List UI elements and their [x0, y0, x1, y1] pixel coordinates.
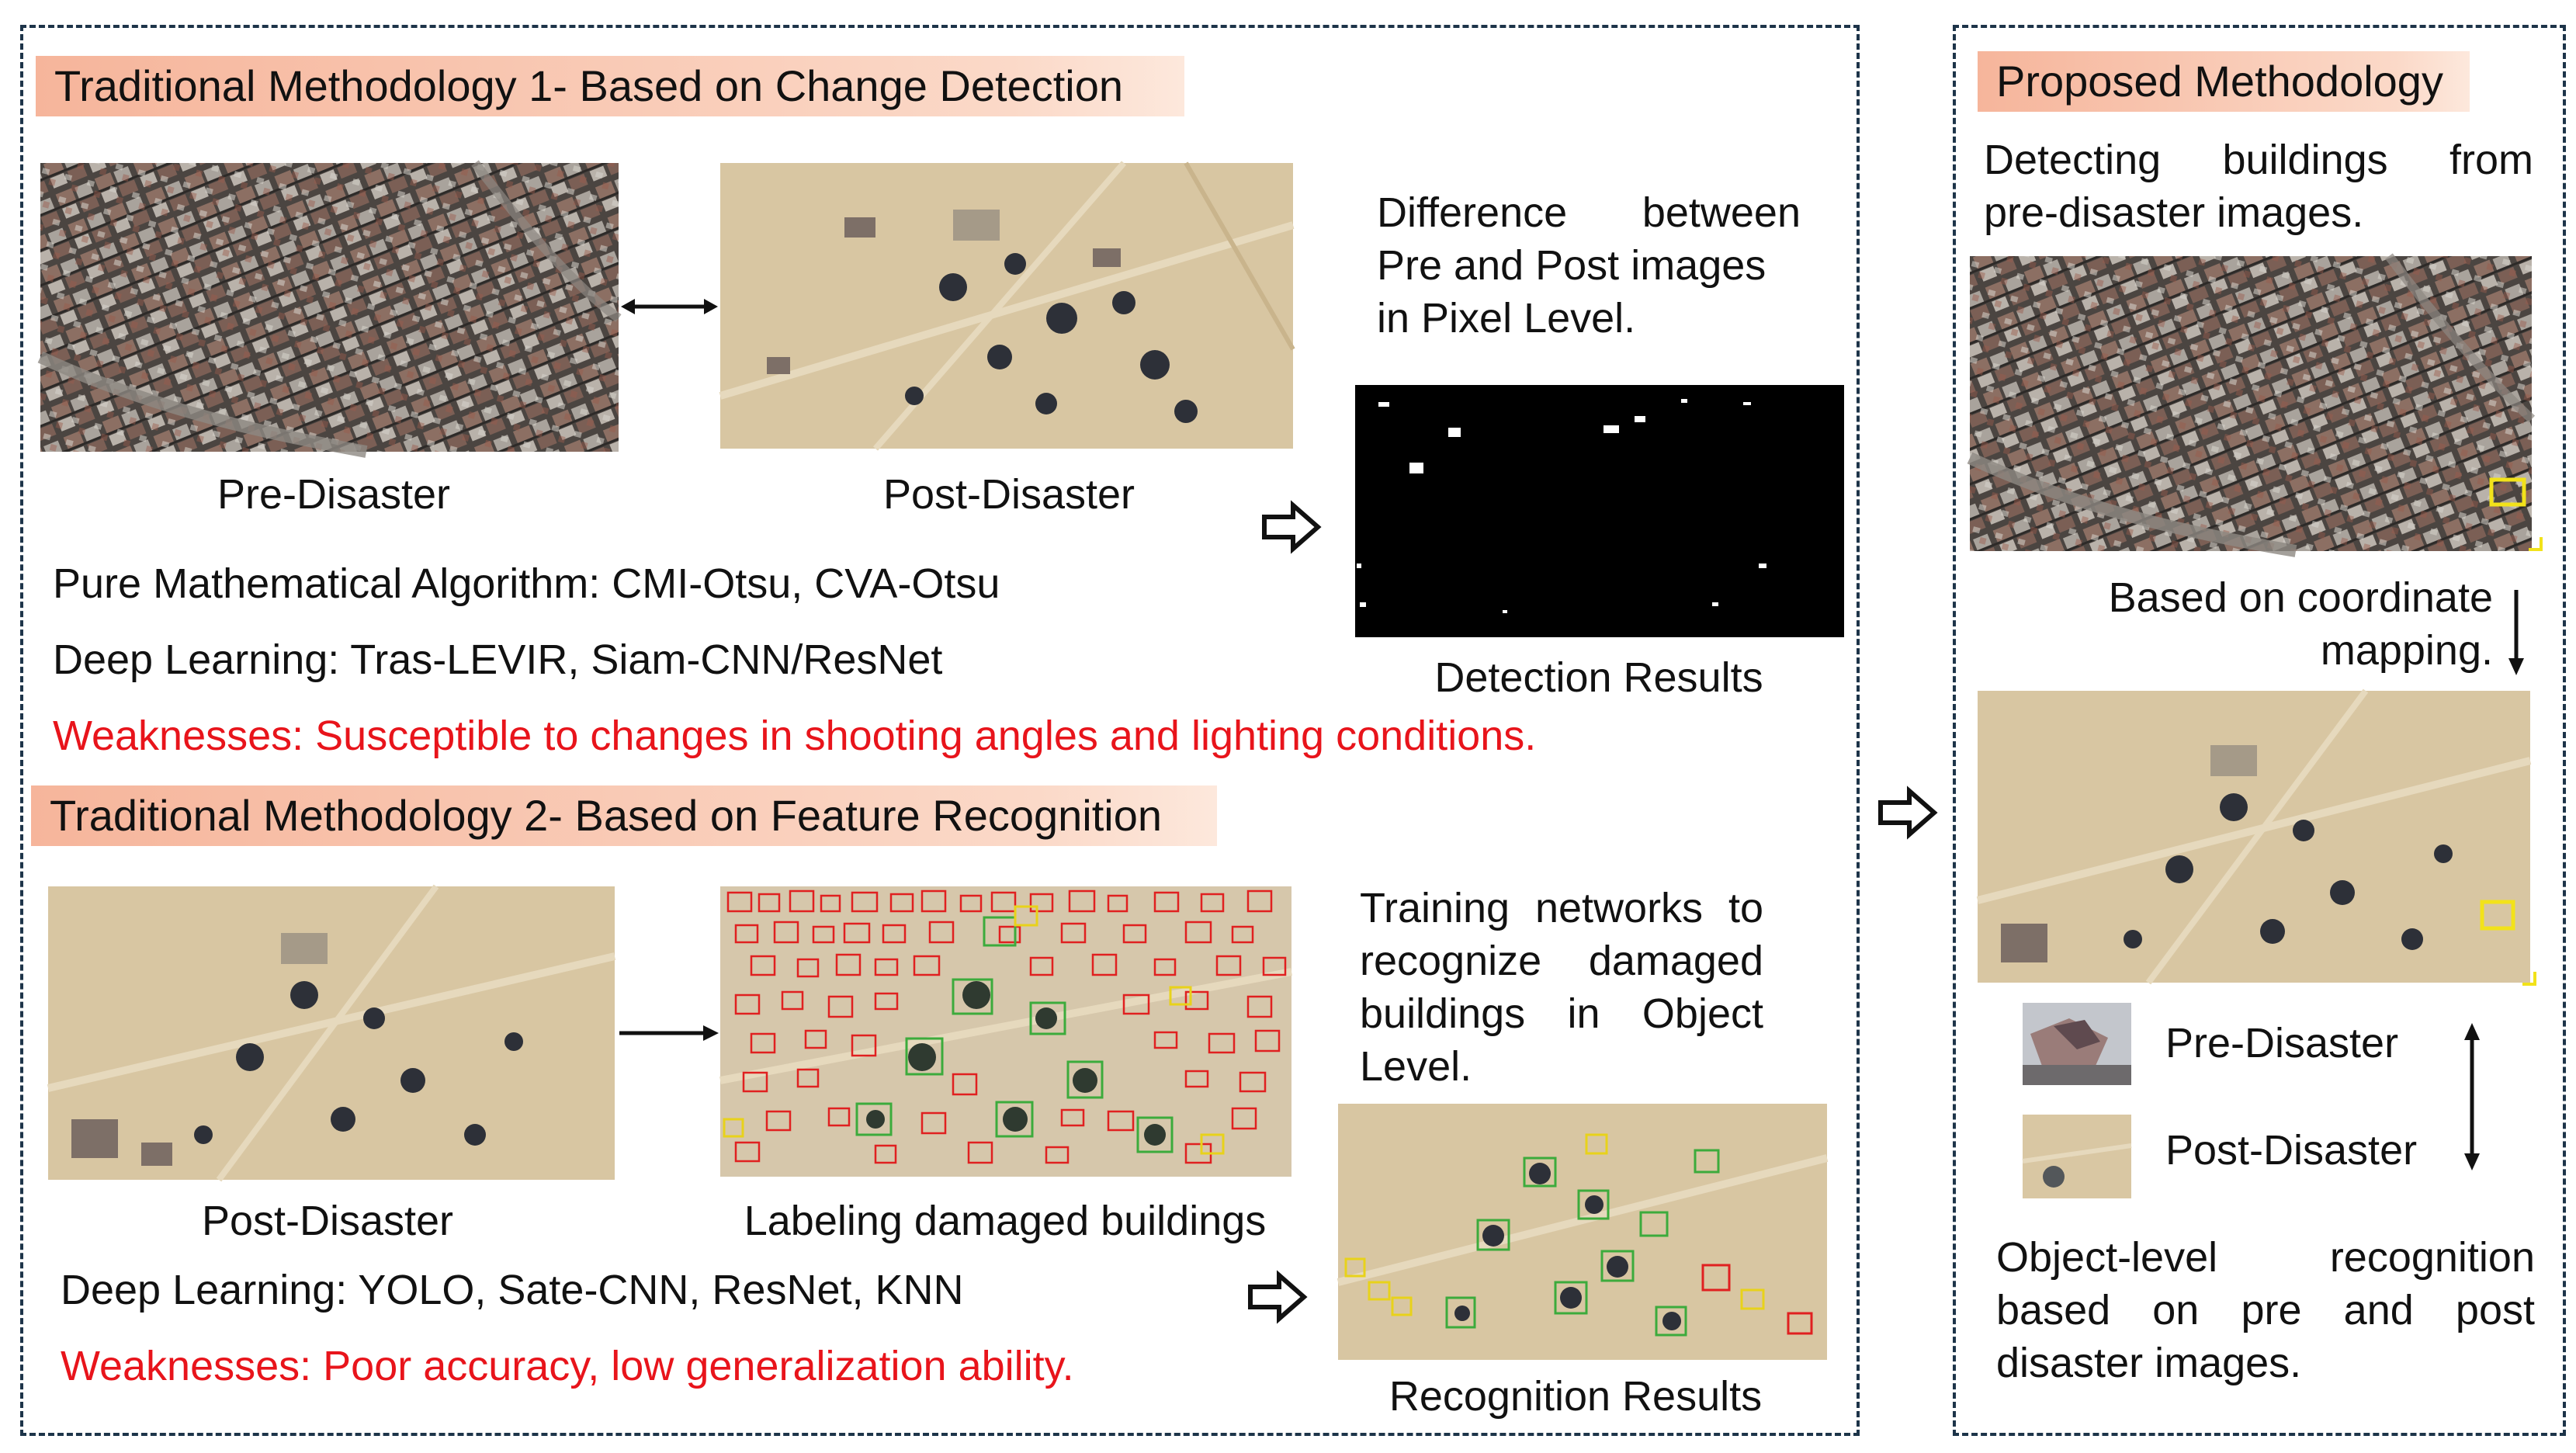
mapping-line-2: mapping. [2320, 627, 2493, 674]
post-disaster-caption: Post-Disaster [882, 471, 1135, 518]
training-line-2: recognize damaged [1360, 938, 1763, 984]
conclusion-line-3: disaster images. [1996, 1340, 2302, 1386]
method2-weakness: Weaknesses: Poor accuracy, low generaliz… [61, 1343, 1074, 1389]
difference-line-3: in Pixel Level. [1377, 295, 1636, 342]
mapping-line-1: Based on coordinate [2108, 574, 2493, 621]
pre-disaster-caption: Pre-Disaster [217, 471, 451, 518]
right-arrow-icon [619, 1025, 719, 1041]
proposed-post-disaster-image [1976, 688, 2532, 985]
method1-algorithm-line-1: Pure Mathematical Algorithm: CMI-Otsu, C… [53, 560, 1000, 607]
method2-post-disaster-caption: Post-Disaster [201, 1198, 454, 1244]
recognition-result-image [1337, 1104, 1829, 1360]
post-disaster-label: Post-Disaster [2165, 1127, 2418, 1174]
hollow-arrow-icon [1262, 500, 1322, 554]
training-line-1: Training networks to [1360, 885, 1763, 931]
conclusion-line-1: Object-level recognition [1996, 1234, 2535, 1281]
pre-disaster-image [37, 160, 622, 458]
traditional-methods-panel [20, 25, 1860, 1436]
difference-line-2: Pre and Post images [1377, 242, 1766, 289]
corner-marker-icon [2522, 972, 2536, 986]
down-arrow-icon [2508, 590, 2524, 675]
corner-marker-icon [2529, 537, 2543, 551]
detect-line-1: Detecting buildings from [1984, 137, 2533, 183]
pre-disaster-crop-image [2023, 1003, 2131, 1085]
conclusion-line-2: based on pre and post [1996, 1287, 2535, 1333]
method1-header: Traditional Methodology 1- Based on Chan… [36, 56, 1184, 116]
labeled-buildings-image [719, 886, 1292, 1177]
method2-algorithm-line: Deep Learning: YOLO, Sate-CNN, ResNet, K… [61, 1267, 964, 1313]
detect-line-2: pre-disaster images. [1984, 189, 2364, 236]
hollow-arrow-icon [1248, 1270, 1308, 1324]
proposed-pre-disaster-image [1967, 253, 2536, 557]
training-line-3: buildings in Object [1360, 990, 1763, 1037]
training-line-4: Level. [1360, 1043, 1472, 1090]
method2-post-disaster-image [47, 884, 616, 1182]
hollow-arrow-icon [1878, 785, 1938, 840]
post-disaster-image [719, 161, 1295, 451]
proposed-header: Proposed Methodology [1978, 51, 2470, 112]
detection-results-caption: Detection Results [1434, 654, 1763, 701]
labeling-caption: Labeling damaged buildings [744, 1198, 1267, 1244]
proposed-method-panel [1953, 25, 2566, 1436]
double-arrow-icon [621, 299, 718, 314]
method1-algorithm-line-2: Deep Learning: Tras-LEVIR, Siam-CNN/ResN… [53, 636, 943, 683]
pre-disaster-label: Pre-Disaster [2165, 1020, 2399, 1066]
vertical-double-arrow-icon [2464, 1023, 2480, 1170]
difference-line-1: Difference between [1377, 189, 1801, 236]
method2-header: Traditional Methodology 2- Based on Feat… [31, 785, 1217, 846]
recognition-results-caption: Recognition Results [1389, 1373, 1763, 1420]
post-disaster-crop-image [2022, 1115, 2132, 1198]
method1-weakness: Weaknesses: Susceptible to changes in sh… [53, 713, 1537, 759]
detection-result-image [1355, 385, 1844, 637]
